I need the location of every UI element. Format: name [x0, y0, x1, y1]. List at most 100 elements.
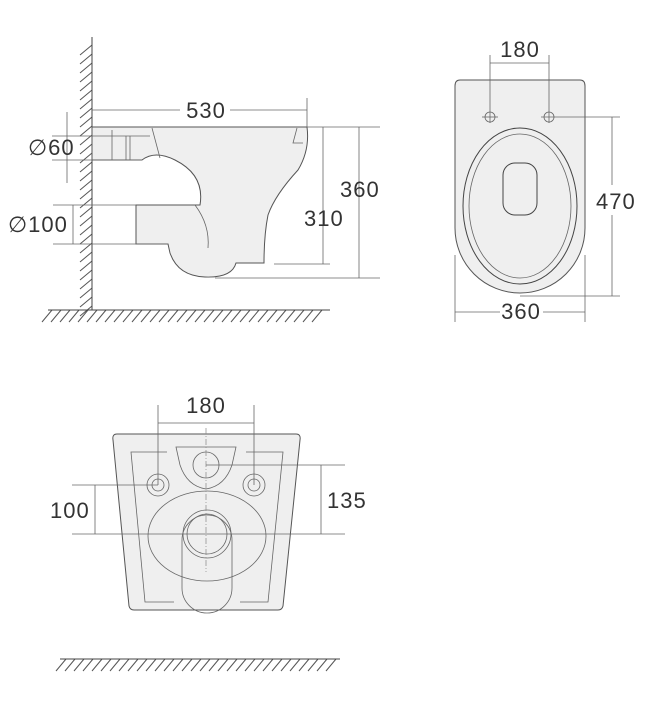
- hatch-stroke: [79, 107, 93, 119]
- hatch-stroke: [302, 309, 314, 323]
- hatch-stroke: [262, 658, 274, 672]
- hatch-stroke: [136, 658, 148, 672]
- hatch-stroke: [316, 658, 328, 672]
- dim-fixing-height-100: 100: [50, 498, 90, 523]
- hatch-stroke: [79, 305, 93, 317]
- hatch-stroke: [79, 116, 93, 128]
- hatch-stroke: [181, 658, 193, 672]
- dim-fixing-180-top: 180: [500, 37, 540, 62]
- hatch-stroke: [185, 309, 197, 323]
- hatch-stroke: [172, 658, 184, 672]
- hatch-stroke: [79, 71, 93, 83]
- hatch-stroke: [79, 197, 93, 209]
- hatch-stroke: [79, 152, 93, 164]
- hatch-stroke: [95, 309, 107, 323]
- hatch-stroke: [167, 309, 179, 323]
- floor-hatch-back: [55, 658, 337, 672]
- hatch-stroke: [79, 287, 93, 299]
- hatch-stroke: [230, 309, 242, 323]
- hatch-stroke: [104, 309, 116, 323]
- hatch-stroke: [158, 309, 170, 323]
- rim-line: [151, 127, 161, 159]
- dim-inlet-height-135: 135: [327, 488, 367, 513]
- hatch-stroke: [280, 658, 292, 672]
- hatch-stroke: [79, 143, 93, 155]
- hatch-stroke: [271, 658, 283, 672]
- back-view: 180 100 135: [50, 393, 367, 672]
- dim-pipe-100: ∅100: [8, 212, 68, 237]
- hatch-stroke: [79, 278, 93, 290]
- hatch-stroke: [325, 658, 337, 672]
- hatch-stroke: [73, 658, 85, 672]
- hatch-stroke: [79, 125, 93, 137]
- hatch-stroke: [217, 658, 229, 672]
- hatch-stroke: [79, 62, 93, 74]
- hatch-stroke: [257, 309, 269, 323]
- hatch-stroke: [79, 215, 93, 227]
- hatch-stroke: [244, 658, 256, 672]
- dim-pipe-60: ∅60: [28, 135, 75, 160]
- hatch-stroke: [55, 658, 67, 672]
- hatch-stroke: [199, 658, 211, 672]
- hatch-stroke: [100, 658, 112, 672]
- toilet-side-body: [91, 126, 309, 278]
- hatch-stroke: [50, 309, 62, 323]
- dim-fixing-180-back: 180: [186, 393, 226, 418]
- hatch-stroke: [194, 309, 206, 323]
- dim-width-530: 530: [186, 98, 226, 123]
- hatch-stroke: [68, 309, 80, 323]
- trap-line: [194, 204, 209, 249]
- hatch-stroke: [145, 658, 157, 672]
- hatch-stroke: [275, 309, 287, 323]
- seat-outline: [462, 127, 578, 285]
- hatch-stroke: [226, 658, 238, 672]
- hatch-stroke: [284, 309, 296, 323]
- dim-length-470: 470: [596, 189, 636, 214]
- hatch-stroke: [59, 309, 71, 323]
- seat-lid-tab: [502, 162, 538, 216]
- hatch-stroke: [221, 309, 233, 323]
- hatch-stroke: [208, 658, 220, 672]
- hatch-stroke: [79, 206, 93, 218]
- hatch-stroke: [79, 179, 93, 191]
- hatch-stroke: [235, 658, 247, 672]
- toilet-back-body: [112, 433, 301, 611]
- hatch-stroke: [118, 658, 130, 672]
- outlet-spout: [181, 514, 233, 614]
- floor-hatch-side: [41, 309, 323, 323]
- hatch-stroke: [79, 269, 93, 281]
- hatch-stroke: [149, 309, 161, 323]
- hatch-stroke: [212, 309, 224, 323]
- hatch-stroke: [79, 170, 93, 182]
- hatch-stroke: [64, 658, 76, 672]
- hatch-stroke: [293, 309, 305, 323]
- hatch-stroke: [79, 251, 93, 263]
- hatch-stroke: [82, 658, 94, 672]
- hatch-stroke: [91, 658, 103, 672]
- hatch-stroke: [79, 44, 93, 56]
- hatch-stroke: [140, 309, 152, 323]
- hatch-stroke: [239, 309, 251, 323]
- hatch-stroke: [79, 89, 93, 101]
- hatch-stroke: [79, 233, 93, 245]
- hatch-stroke: [79, 161, 93, 173]
- hatch-stroke: [79, 296, 93, 308]
- hatch-stroke: [122, 309, 134, 323]
- dim-height-360: 360: [340, 177, 380, 202]
- hatch-stroke: [77, 309, 89, 323]
- dim-height-310: 310: [304, 206, 344, 231]
- hatch-stroke: [109, 658, 121, 672]
- hatch-stroke: [203, 309, 215, 323]
- hatch-stroke: [79, 80, 93, 92]
- toilet-top-body: [454, 79, 586, 294]
- hatch-stroke: [79, 188, 93, 200]
- hatch-stroke: [298, 658, 310, 672]
- hatch-stroke: [79, 224, 93, 236]
- side-view: 530 ∅60 ∅100 360 310: [8, 37, 380, 323]
- hatch-stroke: [289, 658, 301, 672]
- rim-detail: [292, 127, 303, 144]
- hatch-stroke: [127, 658, 139, 672]
- hatch-stroke: [190, 658, 202, 672]
- hatch-stroke: [41, 309, 53, 323]
